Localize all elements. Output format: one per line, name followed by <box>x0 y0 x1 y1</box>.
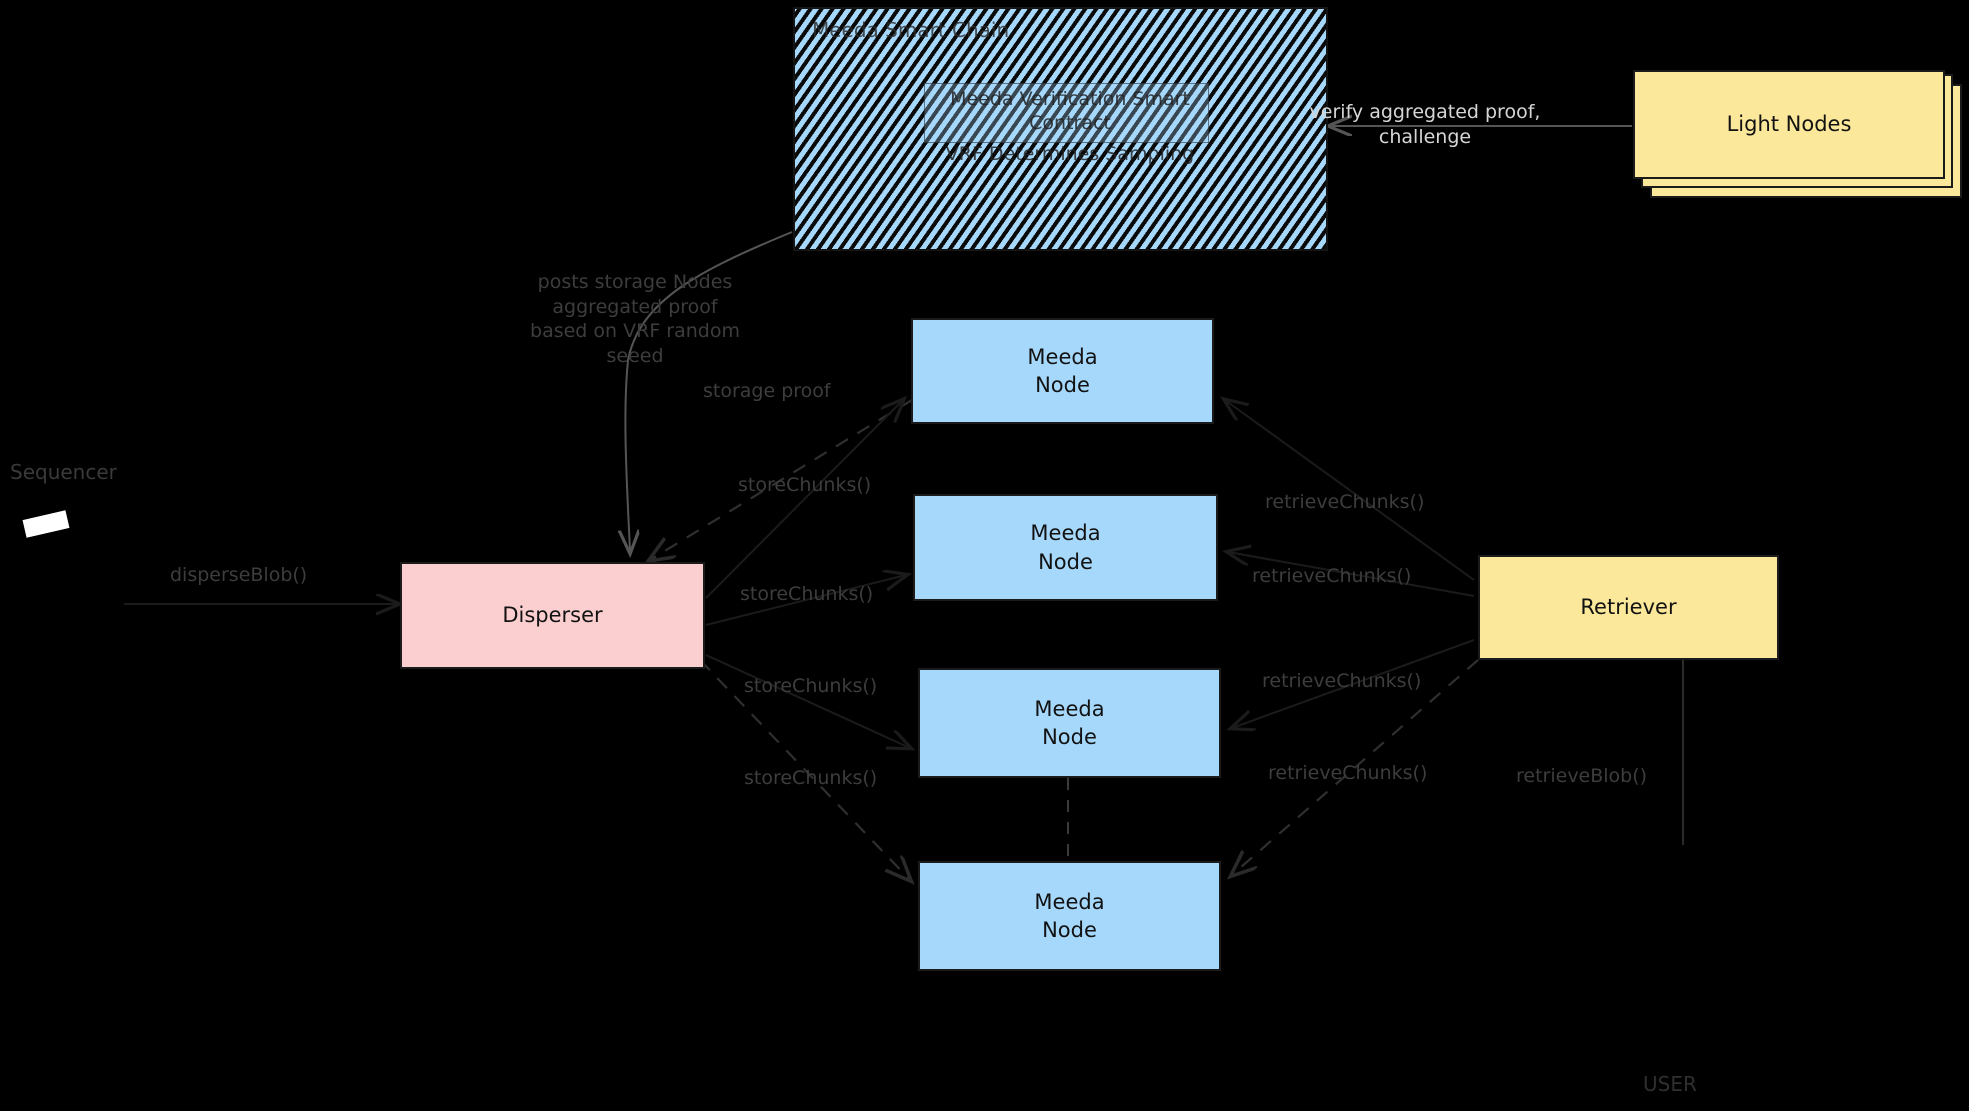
edge-label-store-chunks-2: storeChunks() <box>740 583 874 605</box>
retriever-box[interactable]: Retriever <box>1478 555 1779 660</box>
sequencer-label: Sequencer <box>10 460 117 484</box>
meeda-node-1[interactable]: Meeda Node <box>911 318 1214 424</box>
edge-label-retrieve-chunks-4: retrieveChunks() <box>1268 762 1428 784</box>
meeda-node-2[interactable]: Meeda Node <box>913 494 1218 601</box>
edge-label-store-chunks-4: storeChunks() <box>744 767 878 789</box>
edge-label-retrieve-chunks-2: retrieveChunks() <box>1252 565 1412 587</box>
edge-label-retrieve-chunks-3: retrieveChunks() <box>1262 670 1422 692</box>
meeda-node-3[interactable]: Meeda Node <box>918 668 1221 778</box>
meeda-node-2-label: Meeda Node <box>1030 521 1101 574</box>
light-nodes-label: Light Nodes <box>1726 112 1852 137</box>
verification-contract-title: Meeda Verification Smart Contract <box>950 88 1190 134</box>
meeda-node-1-label: Meeda Node <box>1027 344 1098 397</box>
verification-contract-box[interactable] <box>924 83 1209 143</box>
edge-label-store-chunks-1: storeChunks() <box>738 474 872 496</box>
sequencer-glyph <box>22 510 70 538</box>
edge-label-posts-storage-proof: posts storage Nodes aggregated proof bas… <box>530 271 740 368</box>
edge-disperser-to-node1 <box>705 400 903 599</box>
verification-contract-subtitle: VRF Determines Sampling <box>945 143 1195 165</box>
edge-label-retrieve-blob: retrieveBlob() <box>1516 765 1648 787</box>
edge-label-retrieve-chunks-1: retrieveChunks() <box>1265 491 1425 513</box>
meeda-node-4[interactable]: Meeda Node <box>918 861 1221 971</box>
light-nodes-box[interactable]: Light Nodes <box>1633 70 1945 179</box>
disperser-box[interactable]: Disperser <box>400 562 705 669</box>
meeda-smart-chain-title: Meeda Smart Chain <box>812 18 1010 42</box>
edge-label-disperse-blob: disperseBlob() <box>170 564 308 586</box>
meeda-node-3-label: Meeda Node <box>1034 696 1105 749</box>
edge-label-storage-proof: storage proof <box>703 380 831 402</box>
edge-label-verify-aggregated-proof: verify aggregated proof, challenge <box>1309 101 1541 148</box>
edge-disperser-to-node3 <box>705 654 910 748</box>
meeda-node-4-label: Meeda Node <box>1034 889 1105 942</box>
edge-label-store-chunks-3: storeChunks() <box>744 675 878 697</box>
retriever-label: Retriever <box>1580 595 1677 620</box>
user-label: USER <box>1643 1072 1697 1096</box>
meeda-smart-chain-container[interactable] <box>793 7 1328 251</box>
disperser-label: Disperser <box>502 603 603 628</box>
